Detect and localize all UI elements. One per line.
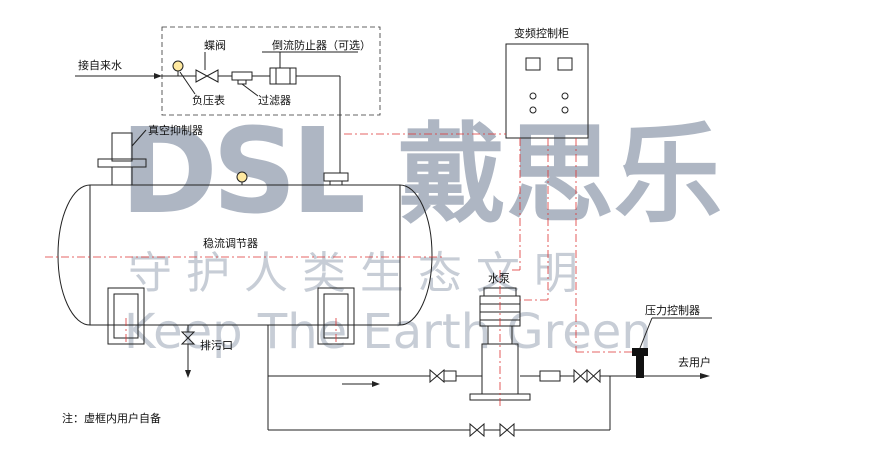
bypass-valves <box>469 422 515 438</box>
watermark: DSL 戴思乐 守 护 人 类 生 态 文 明 Keep The Earth G… <box>120 102 722 360</box>
butterfly-valve-icon <box>195 69 219 83</box>
label-to-users: 去用户 <box>678 355 711 369</box>
pressure-gauge-icon <box>172 60 184 76</box>
label-filter: 过滤器 <box>258 94 291 107</box>
label-drain-outlet: 排污口 <box>200 338 233 352</box>
filter-icon <box>231 71 253 85</box>
label-tap-water: 接自来水 <box>78 59 122 72</box>
watermark-slogan-en: Keep The Earth Green <box>124 304 652 360</box>
backflow-preventer-icon <box>269 67 297 85</box>
vfd-control-cabinet <box>505 43 589 139</box>
drain-valve <box>180 325 196 378</box>
control-wiring <box>344 133 632 353</box>
watermark-brand-cn: 戴思乐 <box>398 113 722 238</box>
label-butterfly-valve: 蝶阀 <box>204 38 226 52</box>
note-text: 注：虚框内用户自备 <box>62 411 161 425</box>
watermark-slogan-cn: 守 护 人 类 生 态 文 明 <box>128 248 578 299</box>
inlet-line <box>75 73 341 173</box>
watermark-brand-latin: DSL <box>120 102 363 240</box>
vacuum-suppressor <box>97 129 147 186</box>
label-steady-flow-device: 稳流调节器 <box>203 236 258 250</box>
outlet-valve-1 <box>429 368 457 384</box>
tank-saddle-left <box>107 287 145 345</box>
label-backflow-preventer: 倒流防止器（可选） <box>272 38 371 52</box>
steady-flow-tank <box>57 171 433 326</box>
label-water-pump: 水泵 <box>488 272 510 285</box>
pressure-controller <box>632 317 712 378</box>
outlet-piping <box>267 325 710 431</box>
label-leaders <box>179 51 358 97</box>
user-supplied-frame <box>161 26 381 116</box>
tank-saddle-right <box>317 287 355 345</box>
label-vfd-cabinet: 变频控制柜 <box>514 26 569 40</box>
outlet-check-valve <box>539 370 561 382</box>
label-pressure-controller: 压力控制器 <box>645 303 700 317</box>
outlet-valve-2 <box>573 368 601 384</box>
label-vacuum-suppressor: 真空抑制器 <box>148 123 203 137</box>
label-pressure-gauge: 负压表 <box>192 93 225 107</box>
